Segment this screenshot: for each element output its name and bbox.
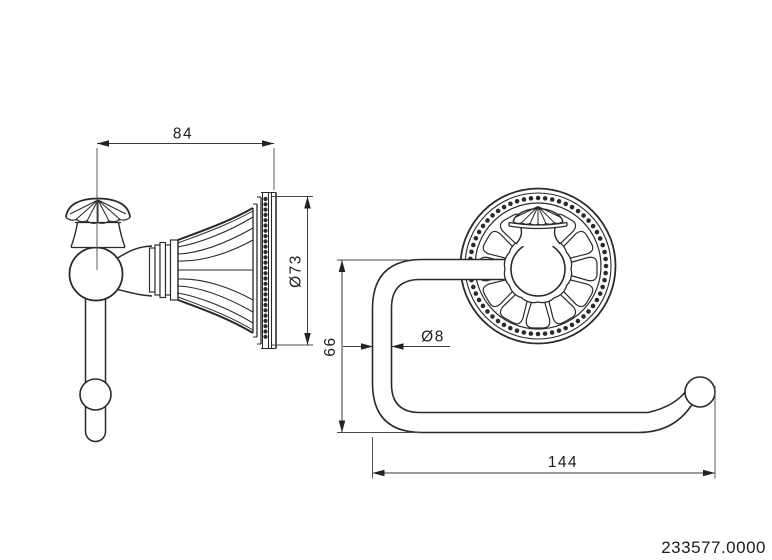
side-arm: [114, 246, 152, 296]
side-finial-neck: [70, 218, 126, 249]
dimension-84: 84: [97, 126, 275, 190]
dim-label-diameter-8: Ø8: [421, 329, 445, 346]
dim-label-66: 66: [322, 336, 339, 356]
front-bar-end-ball: [684, 376, 716, 408]
dim-label-diameter-73: Ø73: [288, 254, 305, 288]
dimension-diameter-8: Ø8: [343, 329, 450, 350]
front-petals: [478, 209, 598, 329]
side-view: [65, 148, 277, 443]
dim-label-84: 84: [173, 126, 193, 143]
front-roll-bar: [371, 258, 700, 434]
front-view: [371, 187, 716, 434]
dimension-144: 144: [372, 386, 716, 479]
side-ball-joint: [68, 246, 124, 302]
side-bar-end-ball: [79, 378, 112, 411]
side-wall-flange: [177, 192, 277, 349]
side-roll-bar: [79, 262, 112, 443]
part-number: 233577.0000: [661, 538, 766, 557]
front-center: [503, 234, 573, 304]
dimension-66: 66: [322, 259, 420, 433]
dim-label-144: 144: [548, 454, 578, 471]
side-collar-rings: [148, 239, 179, 301]
front-finial: [508, 206, 568, 248]
side-bead-strip: [262, 193, 269, 348]
dimension-diameter-73: Ø73: [272, 196, 313, 346]
side-finial-cap: [65, 197, 131, 224]
